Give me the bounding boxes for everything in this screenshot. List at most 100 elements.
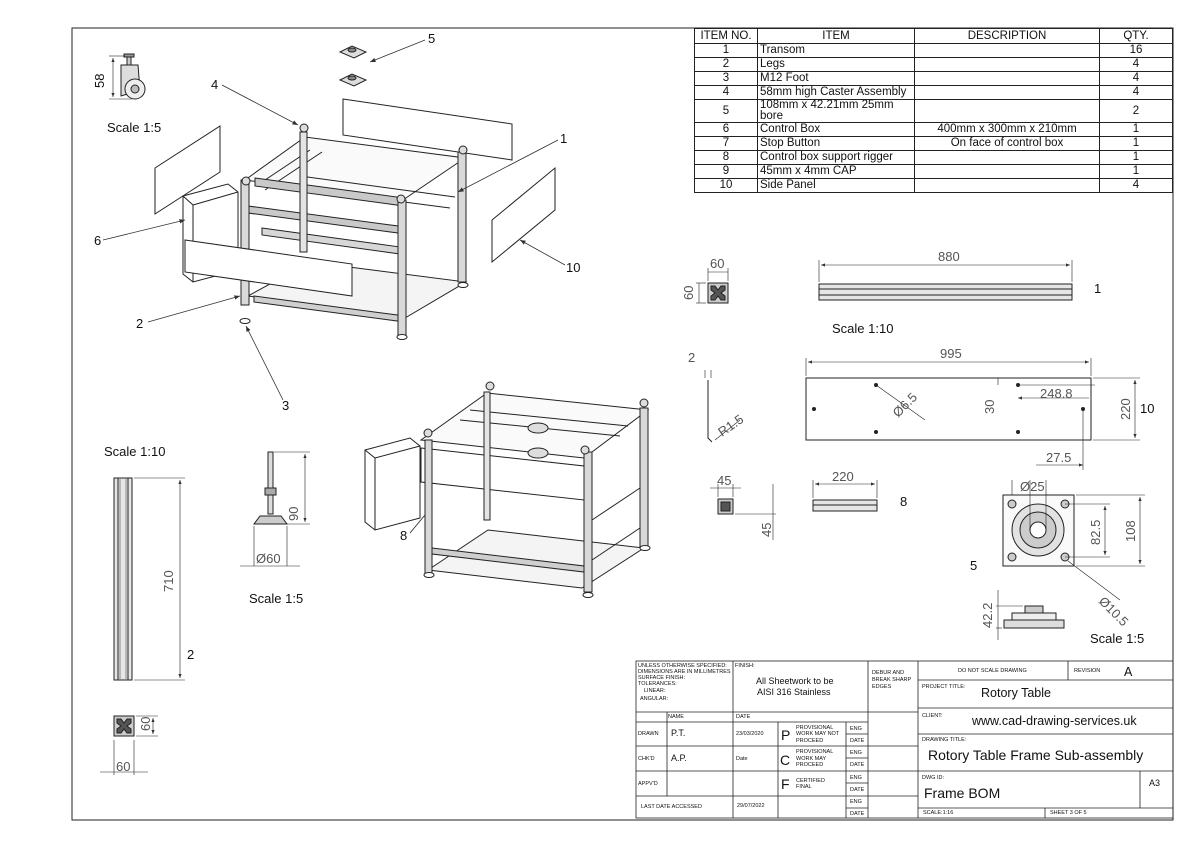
bom-qty: 2 [1099, 99, 1173, 123]
leg-dim-710: 710 [161, 570, 176, 592]
bom-item-no: 5 [694, 99, 758, 123]
bom-desc [914, 71, 1100, 86]
dwg-id-label: DWG ID: [922, 775, 944, 781]
bom-desc: On face of control box [914, 136, 1100, 151]
bearing-dim-108: 108 [1123, 520, 1138, 542]
bom-item-no: 3 [694, 71, 758, 86]
bom-qty: 16 [1099, 43, 1173, 58]
revision-label: REVISION [1074, 668, 1101, 674]
panel-dim-27: 27.5 [1046, 450, 1071, 465]
finish-value-1: All Sheetwork to be [756, 676, 834, 686]
date-4: DATE [850, 811, 865, 817]
transom-scale: Scale 1:10 [832, 321, 893, 336]
client-value: www.cad-drawing-services.uk [972, 714, 1137, 728]
bom-item-no: 10 [694, 178, 758, 193]
deburr-2: BREAK SHARP [872, 677, 912, 683]
bearing-dim-height: 42.2 [980, 603, 995, 628]
foot-scale: Scale 1:5 [249, 591, 303, 606]
tolerance-line-5: LINEAR: [644, 688, 666, 694]
leg-sec-w: 60 [116, 759, 130, 774]
foot-dim-dia: Ø60 [256, 551, 281, 566]
status-letter-p: P [781, 727, 791, 743]
bom-qty: 1 [1099, 136, 1173, 151]
bearing-view [996, 480, 1145, 640]
status-c-line-3: PROCEED [796, 762, 824, 768]
drawing-title-label: DRAWING TITLE: [922, 737, 967, 743]
bom-item: 58mm high Caster Assembly [757, 85, 915, 100]
status-p-line-3: PROCEED [796, 738, 824, 744]
bom-desc [914, 85, 1100, 100]
drawing-scale: SCALE:1:16 [923, 810, 954, 816]
balloon-8: 8 [400, 528, 407, 543]
bom-item: M12 Foot [757, 71, 915, 86]
bom-qty: 4 [1099, 85, 1173, 100]
bom-item: Control box support rigger [757, 150, 915, 165]
transom-label-1: 1 [1094, 281, 1101, 296]
bearing-label-5: 5 [970, 558, 977, 573]
bearing-dim-bore: Ø25 [1020, 479, 1045, 494]
panel-dim-248: 248.8 [1040, 386, 1073, 401]
bom-desc [914, 178, 1100, 193]
rigger-dim-220: 220 [832, 469, 854, 484]
bom-header-item: ITEM [757, 28, 915, 44]
leg-label-2: 2 [187, 647, 194, 662]
bom-header-description: DESCRIPTION [914, 28, 1100, 44]
title-block: UNLESS OTHERWISE SPECIFIED: DIMENSIONS A… [636, 661, 1172, 818]
panel-dim-radius: R1.5 [715, 411, 746, 439]
status-f-line-2: FINAL [796, 784, 812, 790]
transom-view [696, 260, 1073, 304]
tolerance-line-6: ANGULAR: [640, 696, 669, 702]
eng-3: ENG [850, 775, 862, 781]
chkd-date: Date [736, 756, 748, 762]
sheet-border [71, 27, 1174, 821]
bearing-dim-hole: Ø10.5 [1096, 594, 1132, 630]
bom-item: 108mm x 42.21mm 25mm bore [757, 99, 915, 123]
bearing-dim-82: 82.5 [1088, 520, 1103, 545]
project-label: PROJECT TITLE: [922, 684, 966, 690]
last-date-label: LAST DATE ACCESSED [641, 804, 702, 810]
appvd-label: APPV'D [638, 781, 658, 787]
bom-header-qty: QTY. [1099, 28, 1173, 44]
eng-1: ENG [850, 726, 862, 732]
drawing-title: Rotory Table Frame Sub-assembly [928, 747, 1144, 763]
drawn-label: DRAWN [638, 731, 659, 737]
frame-assembly-iso-2 [364, 381, 651, 598]
foot-view [240, 451, 310, 567]
dwg-id: Frame BOM [924, 785, 1001, 801]
date-2: DATE [850, 762, 865, 768]
sheet-number: SHEET 3 OF 5 [1050, 810, 1087, 816]
balloon-5: 5 [428, 31, 435, 46]
date-3: DATE [850, 787, 865, 793]
bom-header-item-no: ITEM NO. [694, 28, 758, 44]
bom-item: Side Panel [757, 178, 915, 193]
panel-label-10: 10 [1140, 401, 1154, 416]
status-p-line-1: PROVISIONAL [796, 725, 834, 731]
balloon-10: 10 [566, 260, 580, 275]
panel-dim-995: 995 [940, 346, 962, 361]
title-block-grid [635, 660, 1174, 819]
chkd-name: A.P. [671, 753, 687, 763]
bom-desc [914, 99, 1100, 123]
transom-sec-w: 60 [710, 256, 724, 271]
bom-item-no: 7 [694, 136, 758, 151]
bom-item-no: 2 [694, 57, 758, 72]
rigger-sec-h: 45 [759, 523, 774, 537]
bom-qty: 1 [1099, 122, 1173, 137]
client-label: CLIENT: [922, 713, 943, 719]
panel-dim-220: 220 [1118, 398, 1133, 420]
bom-desc [914, 57, 1100, 72]
status-letter-f: F [781, 776, 790, 792]
panel-dim-thick: 2 [688, 350, 695, 365]
drawn-name: P.T. [671, 728, 686, 738]
transom-dim-880: 880 [938, 249, 960, 264]
leg-view [100, 477, 185, 775]
project-title: Rotory Table [981, 686, 1051, 700]
